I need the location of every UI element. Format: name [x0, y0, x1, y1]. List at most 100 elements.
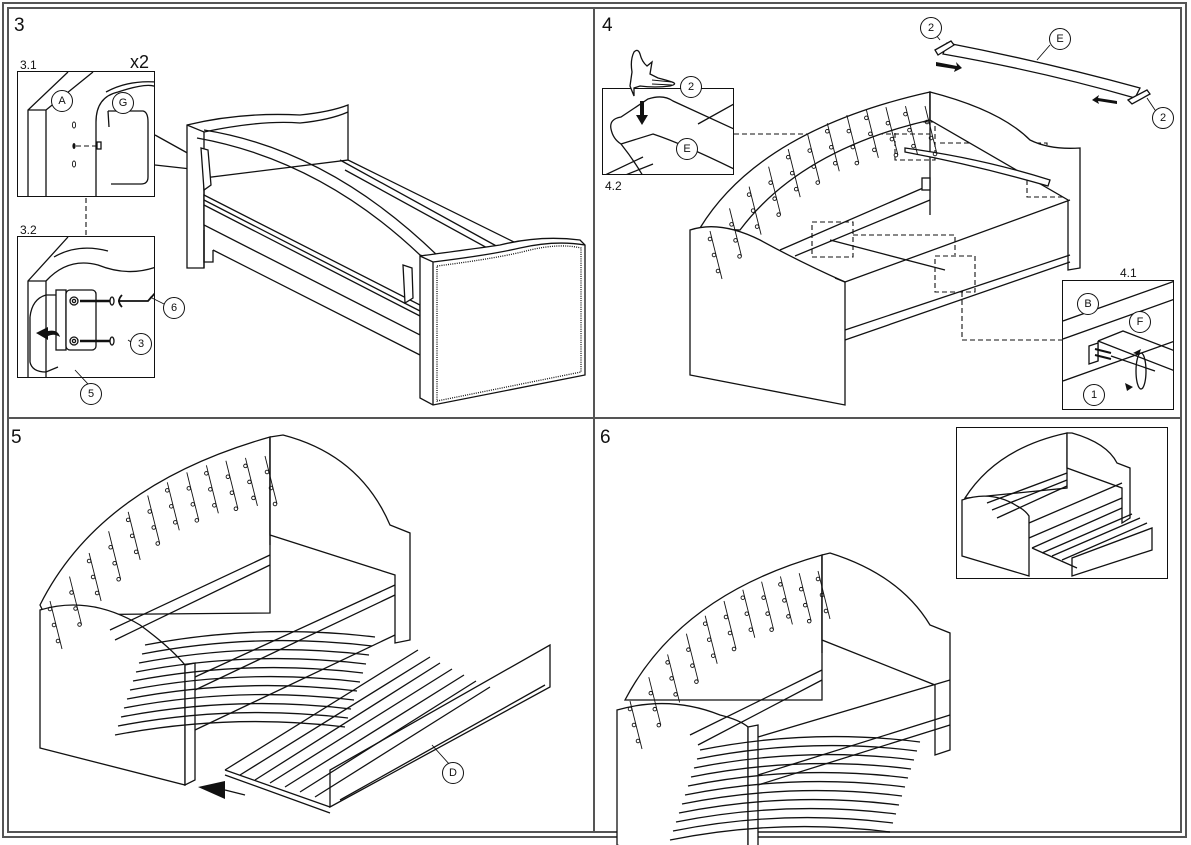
callout-slat-E: E — [676, 138, 698, 160]
inset-label: 4.1 — [1120, 266, 1137, 280]
slat — [123, 693, 355, 709]
tuft-seam — [798, 573, 812, 622]
tuft-seam — [225, 460, 239, 509]
bed-slats — [669, 735, 921, 841]
inset-label: 3.1 — [20, 58, 37, 72]
daybed-trundle-extended-drawing — [961, 432, 1153, 577]
detail-inset-4-1 — [1062, 280, 1174, 410]
tuft-seam — [166, 482, 180, 531]
bed-slats — [114, 630, 376, 736]
slat — [672, 816, 894, 832]
rail-bolt-detail-drawing — [1063, 281, 1173, 391]
slat — [681, 789, 903, 805]
step-number: 3 — [14, 15, 25, 36]
slat — [141, 639, 373, 655]
callout-leaders-3-2 — [74, 296, 165, 385]
tuft-seam — [846, 114, 860, 164]
tuft-seam — [865, 109, 879, 158]
slat — [132, 666, 364, 682]
daybed-frame-drawing — [689, 91, 1081, 406]
tuft-seam — [709, 230, 723, 280]
slat — [135, 657, 367, 673]
tuft-seam — [629, 700, 643, 750]
slat — [675, 807, 897, 823]
bed-frame-assembly-drawing — [186, 104, 586, 406]
callout-part-5: 5 — [80, 383, 102, 405]
tuft-seam — [768, 166, 782, 215]
inset-label: 3.2 — [20, 223, 37, 237]
tuft-seam — [264, 455, 278, 505]
tuft-seam — [748, 186, 762, 235]
slat — [114, 720, 346, 736]
tuft-seam — [761, 581, 775, 630]
callout-part-1: 1 — [1083, 384, 1105, 406]
slat — [678, 798, 900, 814]
callout-part-A: A — [51, 90, 73, 112]
tufted-headboard-pattern — [707, 105, 938, 280]
slat — [138, 648, 370, 664]
inset-label: 4.2 — [605, 179, 622, 193]
slat — [126, 684, 358, 700]
tuft-seam — [779, 576, 793, 625]
tuft-seam — [723, 600, 737, 650]
callout-end-cap-2: 2 — [920, 17, 942, 39]
slat — [687, 771, 909, 787]
callout-part-6: 6 — [163, 297, 185, 319]
panel-divider-horizontal — [8, 417, 1182, 419]
callout-part-3: 3 — [130, 333, 152, 355]
tuft-seam — [924, 105, 938, 155]
tuft-seam — [729, 208, 742, 257]
slat — [120, 702, 352, 718]
tuft-seam — [205, 465, 219, 514]
slat — [690, 762, 912, 778]
detail-inset-3-2 — [17, 236, 155, 378]
tuft-seam — [807, 134, 821, 183]
tuft-seam — [108, 531, 122, 580]
tuft-seam — [742, 589, 756, 638]
tuft-seam — [69, 576, 82, 625]
slat — [684, 780, 906, 796]
tuft-seam — [667, 654, 681, 703]
tuft-seam — [147, 495, 161, 544]
tuft-seam — [787, 149, 801, 198]
inset-trundle-extended — [956, 427, 1168, 579]
slat — [696, 744, 918, 760]
callout-slat-E: E — [1049, 28, 1071, 50]
detail-inset-4-2 — [602, 88, 734, 175]
tuft-seam — [127, 511, 141, 560]
callout-end-cap-2: 2 — [680, 76, 702, 98]
tuft-seam — [704, 615, 718, 664]
tuft-seam — [49, 600, 63, 650]
step-number: 4 — [602, 15, 613, 36]
tuft-seam — [826, 123, 840, 172]
slat — [117, 711, 349, 727]
tuft-seam — [685, 633, 699, 682]
tufted-headboard-pattern — [627, 570, 831, 750]
detail-inset-3-1: A G — [17, 71, 155, 197]
slat — [129, 675, 361, 691]
end-cap-fitting-drawing — [605, 96, 733, 174]
panel-divider-vertical — [593, 8, 595, 832]
callout-part-B: B — [1077, 293, 1099, 315]
step-number: 5 — [11, 427, 22, 448]
callout-part-G: G — [112, 92, 134, 114]
callout-end-cap-2: 2 — [1152, 107, 1174, 129]
quantity-multiplier: x2 — [130, 52, 150, 72]
callout-trundle-D: D — [442, 762, 464, 784]
tufted-headboard-pattern — [47, 455, 278, 650]
slat-with-end-caps-drawing — [931, 29, 1158, 114]
slat — [144, 630, 376, 646]
tuft-seam — [885, 106, 899, 156]
tuft-seam — [88, 552, 102, 602]
slat — [669, 825, 891, 841]
tuft-seam — [186, 472, 200, 521]
step-number: 6 — [600, 427, 611, 448]
slat — [699, 735, 921, 751]
tuft-seam — [905, 105, 918, 155]
fitting-detail-drawing — [27, 237, 154, 377]
hand-pressing-icon — [629, 49, 676, 97]
assembled-daybed-drawing — [616, 552, 951, 845]
daybed-with-trundle-drawing — [39, 434, 551, 814]
slat — [693, 753, 915, 769]
tuft-seam — [648, 677, 662, 726]
